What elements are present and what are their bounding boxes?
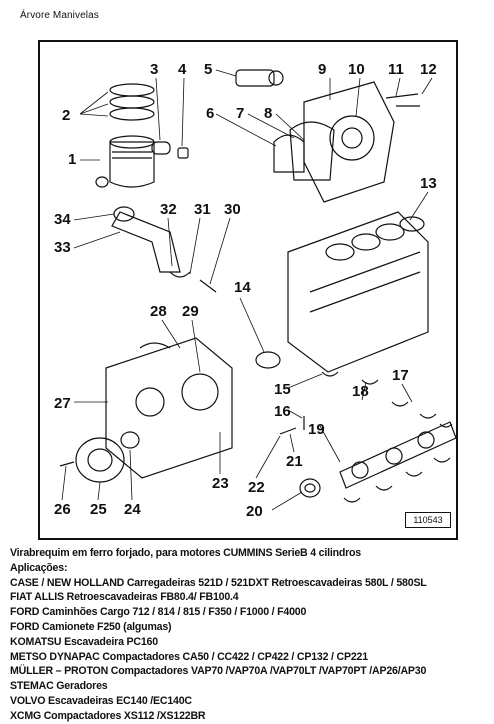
part-label-28: 28 <box>150 303 167 320</box>
application-line: METSO DYNAPAC Compactadores CA50 / CC422… <box>10 650 368 663</box>
part-label-8: 8 <box>264 105 272 122</box>
application-line: MÜLLER – PROTON Compactadores VAP70 /VAP… <box>10 665 427 678</box>
crankshaft-drawing <box>339 421 456 489</box>
part-label-21: 21 <box>286 453 303 470</box>
application-line: CASE / NEW HOLLAND Carregadeiras 521D / … <box>10 576 427 589</box>
piston-ring-drawing <box>109 83 155 97</box>
pump-drawing <box>235 69 275 87</box>
part-label-20: 20 <box>246 503 263 520</box>
part-label-24: 24 <box>124 501 141 518</box>
application-line: FIAT ALLIS Retroescavadeiras FB80.4/ FB1… <box>10 591 239 604</box>
part-label-27: 27 <box>54 395 71 412</box>
part-label-34: 34 <box>54 211 71 228</box>
part-label-1: 1 <box>68 151 76 168</box>
part-label-5: 5 <box>204 61 212 78</box>
part-label-6: 6 <box>206 105 214 122</box>
applications-label: Aplicações: <box>10 561 68 574</box>
application-line: KOMATSU Escavadeira PC160 <box>10 635 158 648</box>
part-label-2: 2 <box>62 107 70 124</box>
engine-block-drawing <box>287 211 429 373</box>
part-label-23: 23 <box>212 475 229 492</box>
piston-drawing <box>109 141 155 188</box>
part-label-22: 22 <box>248 479 265 496</box>
part-label-16: 16 <box>274 403 291 420</box>
part-label-3: 3 <box>150 61 158 78</box>
description-heading: Virabrequim em ferro forjado, para motor… <box>10 547 361 559</box>
part-label-18: 18 <box>352 383 369 400</box>
part-label-17: 17 <box>392 367 409 384</box>
product-description: Virabrequim em ferro forjado, para motor… <box>10 546 490 724</box>
part-label-14: 14 <box>234 279 251 296</box>
application-line: STEMAC Geradores <box>10 680 108 693</box>
part-label-7: 7 <box>236 105 244 122</box>
connecting-rod-drawing <box>111 211 181 273</box>
part-label-31: 31 <box>194 201 211 218</box>
application-line: VOLVO Escavadeiras EC140 /EC140C <box>10 694 192 707</box>
pulley-drawing <box>75 437 125 483</box>
part-label-10: 10 <box>348 61 365 78</box>
figure-code: 110543 <box>405 512 451 528</box>
part-label-32: 32 <box>160 201 177 218</box>
part-label-4: 4 <box>178 61 187 78</box>
application-line: FORD Caminhões Cargo 712 / 814 / 815 / F… <box>10 606 307 619</box>
diagram-drawing: 1 2 3 4 5 6 7 8 9 10 11 12 13 14 15 16 1… <box>54 61 456 520</box>
part-label-11: 11 <box>388 61 404 78</box>
flywheel-housing-drawing <box>303 81 395 203</box>
page-title: Árvore Manivelas <box>20 10 99 21</box>
part-label-9: 9 <box>318 61 326 78</box>
part-label-15: 15 <box>274 381 291 398</box>
exploded-parts-diagram: 1 2 3 4 5 6 7 8 9 10 11 12 13 14 15 16 1… <box>38 40 458 540</box>
part-label-29: 29 <box>182 303 199 320</box>
part-label-12: 12 <box>420 61 437 78</box>
part-label-33: 33 <box>54 239 71 256</box>
application-line: XCMG Compactadores XS112 /XS122BR <box>10 709 206 722</box>
application-line: FORD Camionete F250 (algumas) <box>10 620 172 633</box>
part-label-19: 19 <box>308 421 325 438</box>
gear-cover-drawing <box>105 337 233 479</box>
part-label-13: 13 <box>420 175 437 192</box>
part-label-25: 25 <box>90 501 107 518</box>
part-label-26: 26 <box>54 501 71 518</box>
part-label-30: 30 <box>224 201 241 218</box>
